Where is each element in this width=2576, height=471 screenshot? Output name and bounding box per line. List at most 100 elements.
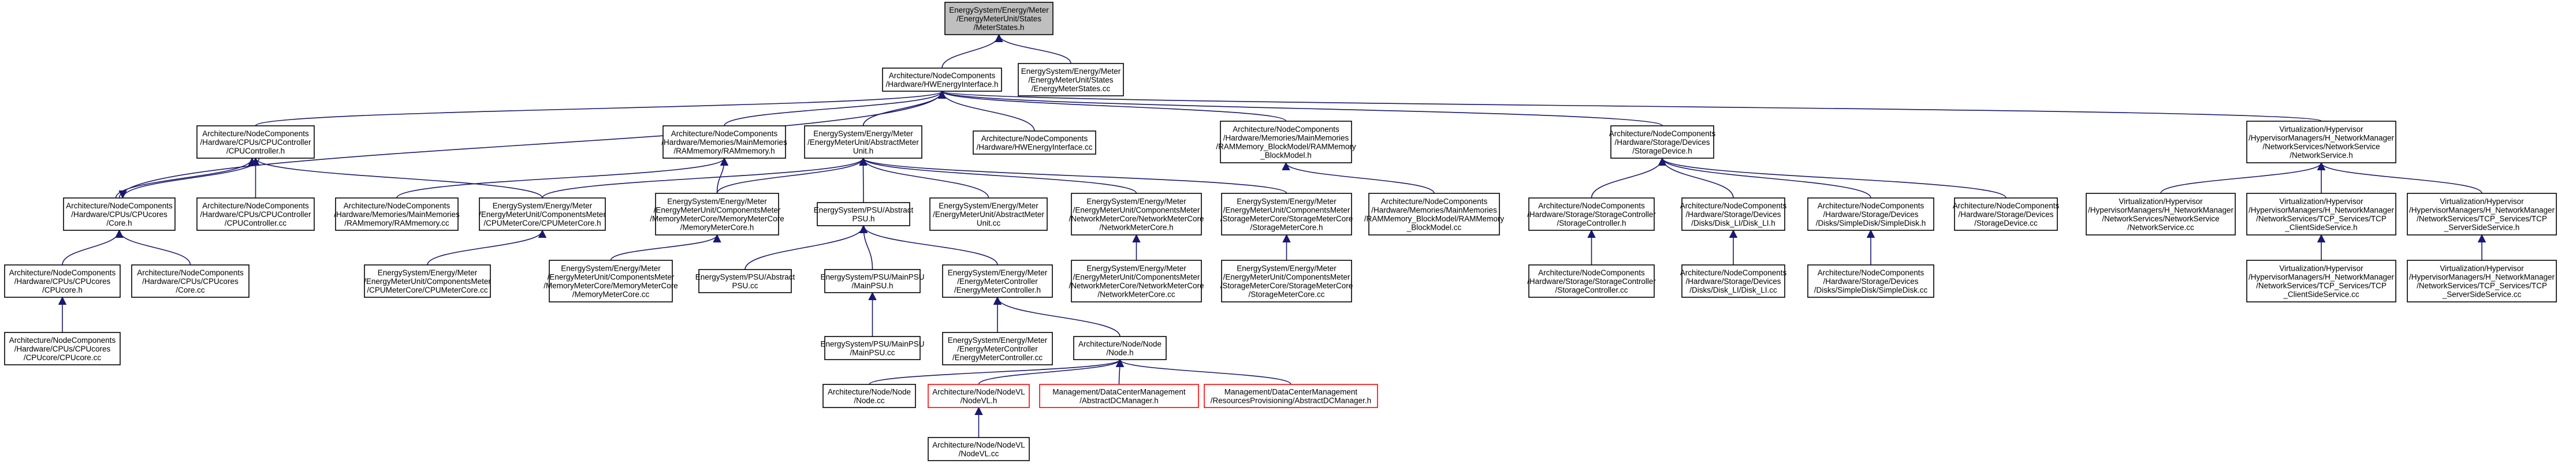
graph-node-abstractmeter-cc[interactable]: EnergySystem/Energy/Meter/EnergyMeterUni… — [929, 197, 1048, 231]
node-box — [1528, 264, 1655, 298]
graph-node-cpucores-h[interactable]: Architecture/NodeComponents/Hardware/CPU… — [4, 264, 121, 298]
node-label-line: Architecture/NodeComponents — [1680, 201, 1787, 210]
node-label-line: /Hardware/CPUs/CPUController — [200, 138, 311, 147]
node-box — [1221, 193, 1352, 235]
graph-node-blockmodel-cc[interactable]: Architecture/NodeComponents/Hardware/Mem… — [1364, 193, 1505, 235]
graph-node-disklii-cc[interactable]: Architecture/NodeComponents/Hardware/Sto… — [1680, 264, 1787, 298]
include-edge-psu-h-to-abstractmeter-h — [859, 157, 868, 203]
node-label-line: /Disks/SimpleDisk/SimpleDisk.h — [1816, 219, 1926, 227]
graph-node-meterstates-cc[interactable]: EnergySystem/Energy/Meter/EnergyMeterUni… — [1018, 63, 1124, 96]
node-label-line: Architecture/NodeComponents — [1818, 268, 1924, 277]
graph-node-storagecontroller-h[interactable]: Architecture/NodeComponents/Hardware/Sto… — [1527, 197, 1656, 231]
include-edge-meterstates-cc-to-root — [995, 33, 1071, 64]
node-box — [1807, 197, 1934, 231]
graph-node-clientside-h[interactable]: Virtualization/Hypervisor/HypervisorMana… — [2246, 193, 2396, 235]
node-label-line: /EnergyMeterController.h — [954, 286, 1041, 294]
node-label-line: /NetworkServices/NetworkService — [2102, 215, 2219, 223]
node-box — [804, 125, 922, 159]
node-label-line: Virtualization/Hypervisor — [2279, 264, 2363, 273]
graph-node-mainpsu-cc[interactable]: EnergySystem/PSU/MainPSU/MainPSU.cc — [820, 336, 925, 360]
node-label-line: /StorageMeterCore.cc — [1248, 290, 1324, 299]
graph-node-core-h[interactable]: Architecture/NodeComponents/Hardware/CPU… — [63, 197, 176, 231]
node-box — [942, 332, 1053, 365]
include-edge-nodevl-h-to-node-h — [978, 358, 1125, 385]
graph-node-cpucore-cc[interactable]: Architecture/NodeComponents/Hardware/CPU… — [4, 332, 121, 365]
graph-node-nodevl-h[interactable]: Architecture/Node/NodeVL/NodeVL.h — [928, 384, 1030, 408]
include-edge-blockmodel-cc-to-blockmodel-h — [1282, 162, 1435, 194]
graph-node-serverside-h[interactable]: Virtualization/Hypervisor/HypervisorMana… — [2407, 193, 2557, 235]
node-label-line: EnergySystem/Energy/Meter — [949, 6, 1049, 14]
node-box — [196, 197, 315, 231]
graph-node-storagemetercore-cc[interactable]: EnergySystem/Energy/Meter/EnergyMeterUni… — [1220, 260, 1353, 302]
node-label-line: Management/DataCenterManagement — [1224, 388, 1358, 397]
node-label-line: /HypervisorManagers/H_NetworkManager — [2249, 273, 2395, 282]
graph-node-hwei-h[interactable]: Architecture/NodeComponents/Hardware/HWE… — [882, 68, 1002, 92]
graph-node-abstractdcmanager-h[interactable]: Management/DataCenterManagement/Abstract… — [1039, 384, 1199, 408]
graph-node-disklii-h[interactable]: Architecture/NodeComponents/Hardware/Sto… — [1680, 197, 1787, 231]
node-label-line: /StorageMeterCore/StorageMeterCore — [1220, 282, 1353, 290]
include-edge-abstractmeter-cc-to-abstractmeter-h — [859, 157, 989, 199]
node-label-line: /EnergyMeterStates.cc — [1032, 84, 1111, 93]
graph-node-hwei-cc[interactable]: Architecture/NodeComponents/Hardware/HWE… — [973, 130, 1096, 155]
graph-node-storagemetercore-h[interactable]: EnergySystem/Energy/Meter/EnergyMeterUni… — [1220, 193, 1353, 235]
graph-node-networkmetercore-h[interactable]: EnergySystem/Energy/Meter/EnergyMeterUni… — [1069, 193, 1204, 235]
graph-node-serverside-cc[interactable]: Virtualization/Hypervisor/HypervisorMana… — [2407, 260, 2557, 302]
graph-node-mainpsu-h[interactable]: EnergySystem/PSU/MainPSU/MainPSU.h — [820, 269, 925, 293]
node-label-line: Architecture/NodeComponents — [1233, 125, 1339, 134]
graph-node-cpumetercore-cc[interactable]: EnergySystem/Energy/Meter/EnergyMeterUni… — [364, 264, 491, 298]
graph-node-cpumetercore-h[interactable]: EnergySystem/Energy/Meter/EnergyMeterUni… — [479, 197, 606, 231]
graph-node-root[interactable]: EnergySystem/Energy/Meter/EnergyMeterUni… — [944, 2, 1054, 35]
graph-node-provisioning-h[interactable]: Management/DataCenterManagement/Resource… — [1204, 384, 1378, 408]
graph-node-nodevl-cc[interactable]: Architecture/Node/NodeVL/NodeVL.cc — [928, 437, 1030, 461]
node-label-line: Architecture/NodeComponents — [1818, 201, 1924, 210]
node-box — [928, 384, 1030, 408]
graph-node-abstractmeter-h[interactable]: EnergySystem/Energy/Meter/EnergyMeterUni… — [804, 125, 922, 159]
graph-node-rammemory-h[interactable]: Architecture/NodeComponents/Hardware/Mem… — [661, 125, 787, 159]
graph-node-storagedevice-cc[interactable]: Architecture/NodeComponents/Hardware/Sto… — [1953, 197, 2060, 231]
node-box — [1221, 260, 1352, 302]
node-label-line: /NetworkService.h — [2290, 151, 2353, 160]
include-edge-networkmetercore-h-to-abstractmeter-h — [859, 157, 1137, 194]
graph-node-node-cc[interactable]: Architecture/Node/Node/Node.cc — [822, 384, 916, 408]
graph-node-clientside-cc[interactable]: Virtualization/Hypervisor/HypervisorMana… — [2246, 260, 2396, 302]
graph-node-networkservice-h[interactable]: Virtualization/Hypervisor/HypervisorMana… — [2246, 121, 2396, 163]
graph-node-core-cc[interactable]: Architecture/NodeComponents/Hardware/CPU… — [131, 264, 250, 298]
graph-node-storagecontroller-cc[interactable]: Architecture/NodeComponents/Hardware/Sto… — [1527, 264, 1656, 298]
graph-node-memorymetercore-cc[interactable]: EnergySystem/Energy/Meter/EnergyMeterUni… — [544, 260, 678, 302]
graph-node-networkservice-cc[interactable]: Virtualization/Hypervisor/HypervisorMana… — [2086, 193, 2236, 235]
graph-node-simpledisk-h[interactable]: Architecture/NodeComponents/Hardware/Sto… — [1807, 197, 1934, 231]
node-box — [1071, 193, 1202, 235]
include-edge-cpumetercore-cc-to-cpumetercore-h — [427, 229, 547, 266]
node-label-line: /CPUcore/CPUcore.cc — [24, 353, 102, 362]
graph-node-blockmodel-h[interactable]: Architecture/NodeComponents/Hardware/Mem… — [1216, 121, 1356, 163]
node-box — [335, 197, 459, 231]
node-box — [63, 197, 176, 231]
node-label-line: /Core.cc — [176, 286, 205, 294]
graph-node-emc-h[interactable]: EnergySystem/Energy/Meter/EnergyMeterCon… — [942, 264, 1053, 298]
graph-node-storagedevice-h[interactable]: Architecture/NodeComponents/Hardware/Sto… — [1609, 125, 1716, 159]
node-label-line: /NodeVL.h — [961, 397, 997, 405]
node-label-line: EnergySystem/PSU/MainPSU — [820, 340, 924, 349]
graph-node-node-h[interactable]: Architecture/Node/Node/Node.h — [1073, 336, 1167, 360]
graph-node-memorymetercore-h[interactable]: EnergySystem/Energy/Meter/EnergyMeterUni… — [650, 193, 784, 235]
graph-node-simpledisk-cc[interactable]: Architecture/NodeComponents/Hardware/Sto… — [1807, 264, 1934, 298]
graph-node-cpucontroller-h[interactable]: Architecture/NodeComponents/Hardware/CPU… — [196, 125, 315, 159]
node-label-line: /StorageController.h — [1557, 219, 1626, 227]
node-box — [817, 202, 910, 226]
node-label-line: /MemoryMeterCore/MemoryMeterCore — [650, 215, 784, 223]
node-label-line: /RAMmemory/RAMmemory.h — [673, 147, 775, 155]
node-box — [2407, 260, 2557, 302]
graph-node-rammemory-cc[interactable]: Architecture/NodeComponents/Hardware/Mem… — [334, 197, 460, 231]
node-box — [928, 437, 1030, 461]
graph-node-networkmetercore-cc[interactable]: EnergySystem/Energy/Meter/EnergyMeterUni… — [1069, 260, 1204, 302]
include-edge-psu-cc-to-psu-h — [744, 225, 868, 270]
graph-node-cpucontroller-cc[interactable]: Architecture/NodeComponents/Hardware/CPU… — [196, 197, 315, 231]
node-label-line: Unit.h — [853, 147, 873, 155]
node-label-line: /Node.h — [1106, 349, 1133, 357]
node-box — [824, 269, 921, 293]
node-label-line: /NetworkMeterCore/NetworkMeterCore — [1069, 282, 1204, 290]
include-edge-networkservice-cc-to-networkservice-h — [2160, 162, 2326, 194]
graph-node-emc-cc[interactable]: EnergySystem/Energy/Meter/EnergyMeterCon… — [942, 332, 1053, 365]
